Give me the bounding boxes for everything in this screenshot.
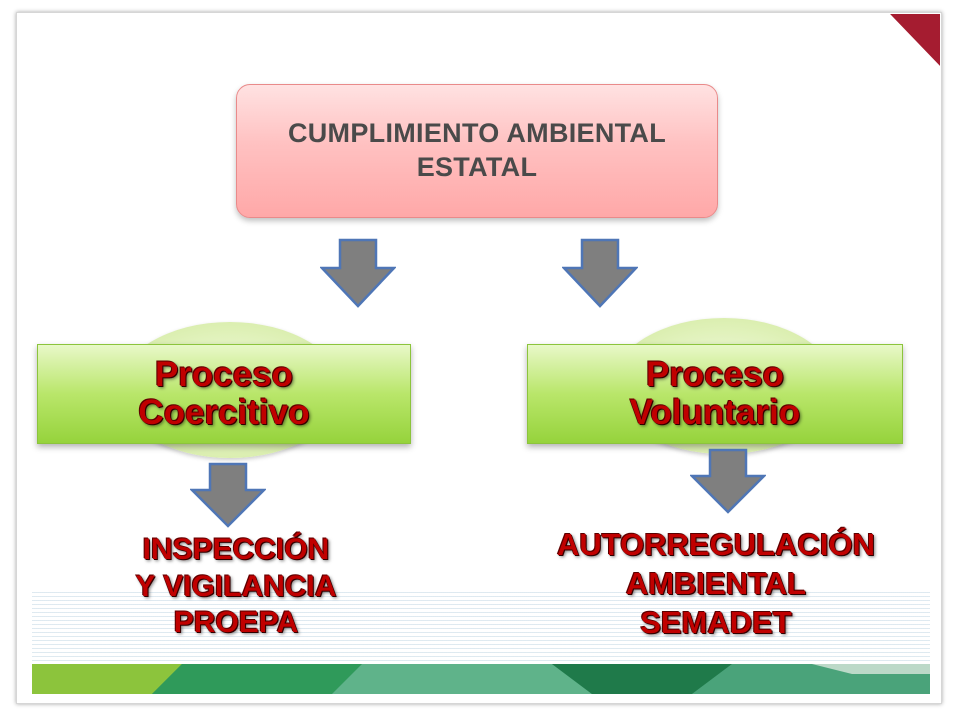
left-result-label: INSPECCIÓN Y VIGILANCIA PROEPA [135, 533, 337, 640]
down-arrow-icon [562, 238, 638, 308]
down-arrow-icon [690, 448, 766, 514]
left-process-label: Proceso Coercitivo [138, 354, 310, 432]
background-stripes [32, 592, 930, 670]
corner-accent-icon [890, 14, 940, 66]
right-result-label: AUTORREGULACIÓN AMBIENTAL SEMADET [556, 527, 876, 640]
right-process-label: Proceso Voluntario [629, 354, 801, 432]
right-process-box: Proceso Voluntario [527, 344, 903, 444]
decorative-bottom-band [32, 664, 930, 694]
down-arrow-icon [190, 462, 266, 528]
top-node-box: CUMPLIMIENTO AMBIENTAL ESTATAL [236, 84, 718, 218]
top-node-label: CUMPLIMIENTO AMBIENTAL ESTATAL [287, 118, 667, 182]
left-process-box: Proceso Coercitivo [37, 344, 411, 444]
down-arrow-icon [320, 238, 396, 308]
